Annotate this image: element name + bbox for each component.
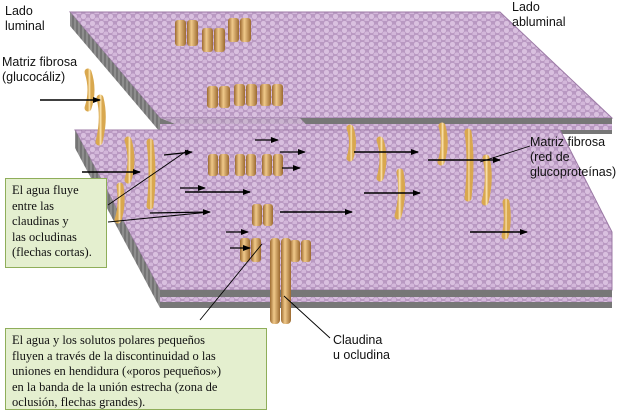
fibrous-matrix-left-label: Matriz fibrosa (glucocáliz) xyxy=(2,55,78,84)
protein-cluster xyxy=(208,154,229,176)
large-arrows xyxy=(40,97,528,235)
solute-flow-callout: El agua y los solutos polares pequeños f… xyxy=(5,328,267,410)
upper-membrane xyxy=(68,11,614,134)
protein-column xyxy=(270,238,291,324)
protein-cluster xyxy=(234,84,257,106)
arrow xyxy=(163,149,193,156)
protein-cluster xyxy=(202,28,225,52)
claudin-proteins xyxy=(175,18,311,324)
arrow xyxy=(149,209,211,216)
glycoprotein-fibers xyxy=(346,122,511,240)
protein-cluster xyxy=(252,204,273,226)
protein-cluster xyxy=(260,84,283,106)
protein-cluster xyxy=(262,154,283,176)
protein-cluster xyxy=(175,20,198,46)
water-flow-callout: El agua fluye entre las claudinas y las … xyxy=(5,178,107,268)
protein-cluster xyxy=(207,86,230,108)
protein-cluster xyxy=(290,240,311,262)
claudin-label: Claudina u ocludina xyxy=(333,333,390,362)
protein-cluster xyxy=(228,18,251,42)
short-arrows xyxy=(149,137,306,251)
fibrous-matrix-right-label: Matriz fibrosa (red de glucoproteínas) xyxy=(530,135,617,179)
abluminal-side-label: Lado abluminal xyxy=(512,0,566,29)
luminal-side-label: Lado luminal xyxy=(5,4,45,33)
leader-lines xyxy=(107,145,531,339)
protein-cluster xyxy=(235,154,256,176)
